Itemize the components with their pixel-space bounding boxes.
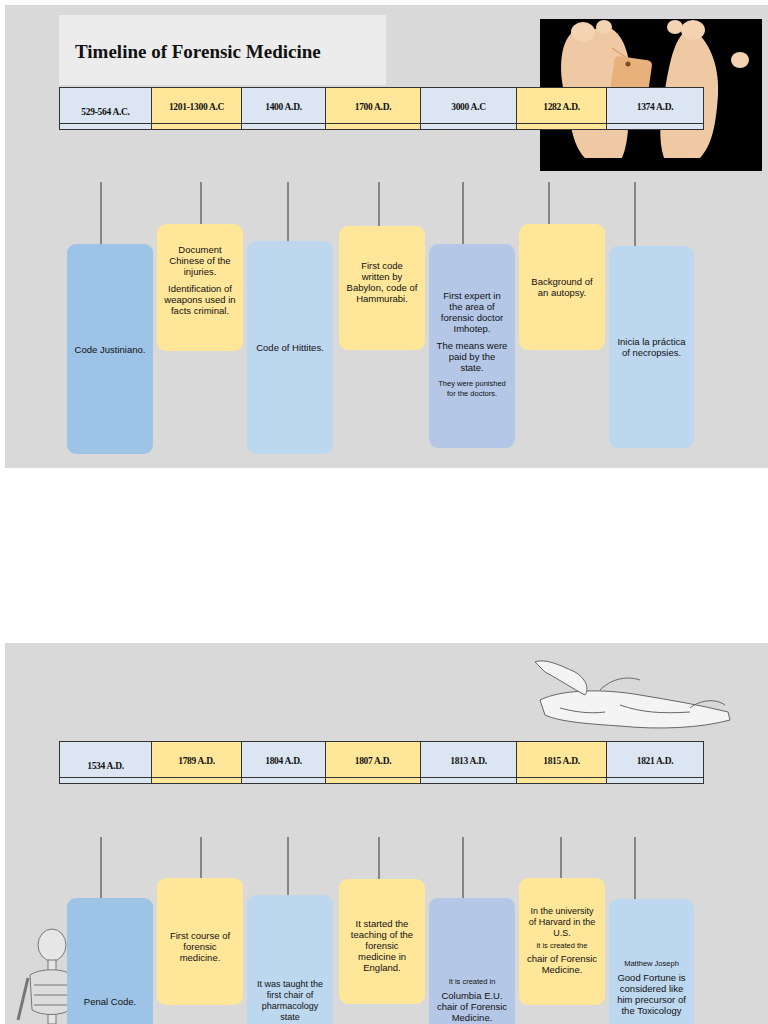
timeline-rule bbox=[152, 123, 241, 124]
date-text: 1804 A.D. bbox=[242, 756, 325, 766]
timeline-rule bbox=[152, 777, 241, 778]
timeline-rule bbox=[326, 777, 420, 778]
date-cell: 1700 A.D. bbox=[325, 87, 421, 130]
timeline-rule bbox=[607, 123, 703, 124]
date-cell: 1815 A.D. bbox=[516, 741, 607, 784]
event-box: Code of Hittites. bbox=[247, 241, 333, 454]
date-text: 1789 A.D. bbox=[152, 756, 241, 766]
date-cell: 1821 A.D. bbox=[606, 741, 704, 784]
event-text: First expert in the area of forensic doc… bbox=[436, 290, 508, 334]
body-sketch-illustration bbox=[535, 661, 730, 728]
timeline-rule bbox=[60, 123, 151, 124]
event-box: It was taught the first chair of pharmac… bbox=[247, 895, 333, 1024]
date-text: 1201-1300 A.C bbox=[152, 102, 241, 112]
date-cell: 3000 A.C bbox=[420, 87, 517, 130]
date-text: 1374 A.D. bbox=[607, 102, 703, 112]
event-box: Matthew JosephGood Fortune is considered… bbox=[609, 899, 694, 1024]
event-box: First course of forensic medicine. bbox=[157, 878, 243, 1005]
date-text: 1282 A.D. bbox=[517, 102, 606, 112]
date-cell: 1400 A.D. bbox=[241, 87, 326, 130]
timeline-rule bbox=[60, 777, 151, 778]
timeline-rule bbox=[242, 123, 325, 124]
event-box: Code Justiniano. bbox=[67, 244, 153, 454]
date-text: 1821 A.D. bbox=[607, 756, 703, 766]
event-text: Code of Hittites. bbox=[256, 342, 324, 353]
event-text: It is created in bbox=[449, 977, 496, 987]
event-text: Background of an autopsy. bbox=[526, 276, 598, 298]
timeline-rule bbox=[517, 123, 606, 124]
event-text: Code Justiniano. bbox=[75, 344, 146, 355]
event-box: Document Chinese of the injuries. Identif… bbox=[157, 224, 243, 351]
timeline-rule bbox=[326, 123, 420, 124]
date-cell: 1282 A.D. bbox=[516, 87, 607, 130]
date-text: 1807 A.D. bbox=[326, 756, 420, 766]
title-text: Timeline of Forensic Medicine bbox=[75, 41, 321, 63]
date-text: 3000 A.C bbox=[421, 102, 516, 112]
timeline-rule bbox=[517, 777, 606, 778]
event-box: First expert in the area of forensic doc… bbox=[429, 244, 515, 448]
skeleton-illustration bbox=[18, 929, 72, 1024]
event-text: Document Chinese of the injuries. bbox=[164, 244, 236, 277]
timeline-rule bbox=[242, 777, 325, 778]
date-text: 1815 A.D. bbox=[517, 756, 606, 766]
date-cell: 1374 A.D. bbox=[606, 87, 704, 130]
event-text: Penal Code. bbox=[84, 996, 136, 1007]
date-cell: 1789 A.D. bbox=[151, 741, 242, 784]
event-box: Background of an autopsy. bbox=[519, 224, 605, 350]
event-box: Inicia la práctica of necropsies. bbox=[609, 246, 694, 448]
event-box: Penal Code. bbox=[67, 898, 153, 1024]
event-text: The means were paid by the state. bbox=[436, 340, 508, 373]
event-box: First code written by Babylon, code of H… bbox=[339, 226, 425, 350]
date-cell: 1807 A.D. bbox=[325, 741, 421, 784]
event-text: First course of forensic medicine. bbox=[164, 930, 236, 963]
timeline-rule bbox=[607, 777, 703, 778]
timeline-rule bbox=[421, 777, 516, 778]
event-text: it is created the bbox=[537, 941, 588, 951]
event-text: It started the teaching of the forensic … bbox=[346, 918, 418, 973]
event-text: Inicia la práctica of necropsies. bbox=[616, 336, 687, 358]
event-text: In the university of Harvard in the U.S. bbox=[526, 906, 598, 939]
date-text: 529-564 A.C. bbox=[60, 107, 151, 117]
event-box: It started the teaching of the forensic … bbox=[339, 879, 425, 1004]
date-text: 1534 A.D. bbox=[60, 761, 151, 771]
event-box: In the university of Harvard in the U.S.… bbox=[519, 878, 605, 1005]
event-text: Columbia E.U. chair of Forensic Medicine… bbox=[436, 990, 508, 1023]
date-cell: 529-564 A.C. bbox=[59, 87, 152, 130]
event-text: First code written by Babylon, code of H… bbox=[346, 260, 418, 304]
title-box: Timeline of Forensic Medicine bbox=[59, 15, 386, 85]
event-text: chair of Forensic Medicine. bbox=[526, 953, 598, 975]
date-text: 1813 A.D. bbox=[421, 756, 516, 766]
event-text: Matthew Joseph bbox=[624, 959, 679, 969]
date-text: 1400 A.D. bbox=[242, 102, 325, 112]
event-text: Good Fortune is considered like him prec… bbox=[616, 972, 687, 1016]
date-cell: 1534 A.D. bbox=[59, 741, 152, 784]
timeline-rule bbox=[421, 123, 516, 124]
event-text: It was taught the first chair of pharmac… bbox=[254, 979, 326, 1023]
date-cell: 1804 A.D. bbox=[241, 741, 326, 784]
event-box: It is created in Columbia E.U. chair of F… bbox=[429, 898, 515, 1024]
date-cell: 1813 A.D. bbox=[420, 741, 517, 784]
leader-lines bbox=[101, 182, 635, 899]
date-cell: 1201-1300 A.C bbox=[151, 87, 242, 130]
event-text: Identification of weapons used in facts … bbox=[164, 283, 236, 316]
date-text: 1700 A.D. bbox=[326, 102, 420, 112]
event-text: They were punished for the doctors. bbox=[436, 379, 508, 399]
